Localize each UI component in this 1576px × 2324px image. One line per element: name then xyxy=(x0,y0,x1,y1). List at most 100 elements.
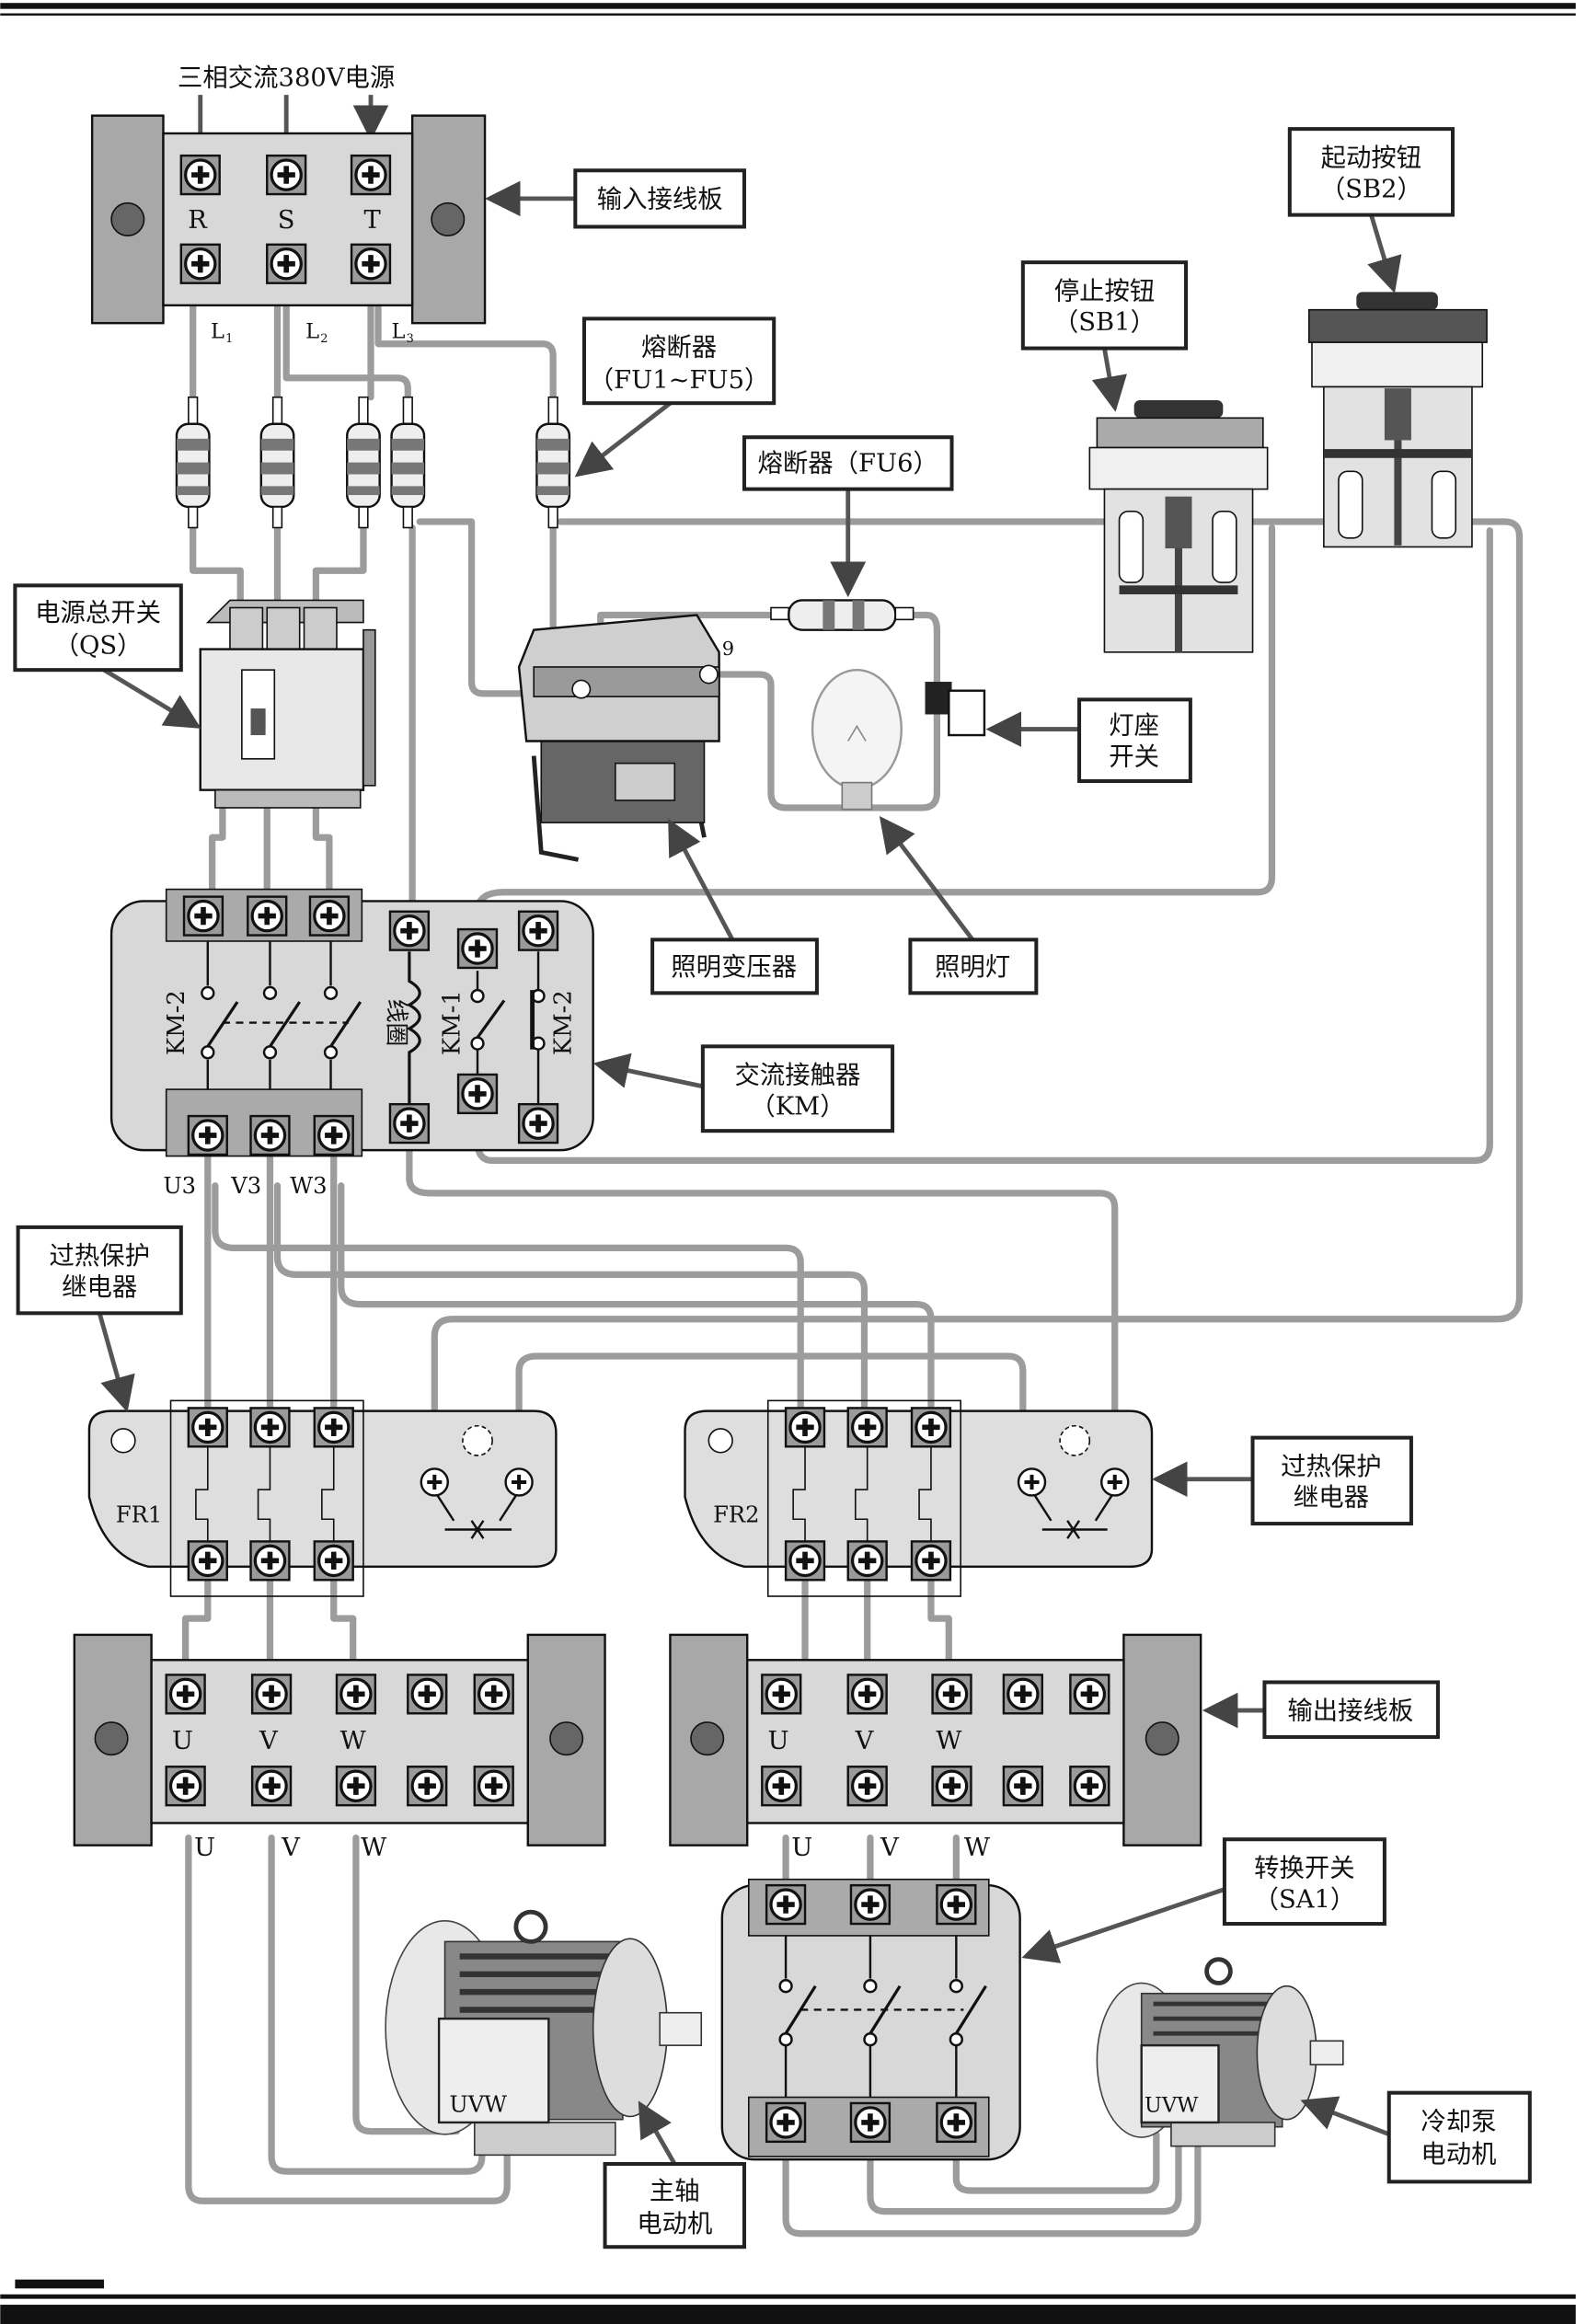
screw-terminal[interactable] xyxy=(786,1408,824,1446)
screw-terminal[interactable] xyxy=(475,1766,513,1805)
screw-terminal[interactable] xyxy=(1070,1766,1109,1805)
screw-terminal[interactable] xyxy=(937,1885,975,1924)
page-border xyxy=(0,3,1576,2324)
screw-terminal[interactable] xyxy=(848,1408,887,1446)
callout-fr-right: 过热保护 继电器 xyxy=(1151,1435,1413,1526)
screw-terminal[interactable] xyxy=(1070,1674,1109,1713)
terminal-v: V xyxy=(855,1727,875,1755)
line-l2: L xyxy=(305,319,319,343)
screw-terminal[interactable] xyxy=(848,1674,887,1713)
screw-terminal[interactable] xyxy=(351,245,390,283)
screw-terminal[interactable] xyxy=(251,1116,290,1155)
screw-terminal[interactable] xyxy=(252,1766,291,1805)
screw-terminal[interactable] xyxy=(762,1766,800,1805)
nc-contact-icon xyxy=(1033,1494,1113,1539)
screw-terminal[interactable] xyxy=(189,1408,227,1446)
main-breaker-qs[interactable] xyxy=(199,599,376,809)
km-main-label: KM-2 xyxy=(163,990,190,1055)
screw-terminal[interactable] xyxy=(408,1674,446,1713)
screw-terminal[interactable] xyxy=(762,1674,800,1713)
lighting-lamp xyxy=(811,668,903,811)
callout-text: 输出接线板 xyxy=(1287,1697,1413,1726)
screw-terminal[interactable] xyxy=(912,1408,950,1446)
fuse-icon xyxy=(175,396,211,529)
callout-text: （SB2） xyxy=(1320,175,1422,203)
screw-terminal[interactable] xyxy=(189,1541,227,1580)
screw-terminal[interactable] xyxy=(267,245,305,283)
screw-terminal[interactable] xyxy=(458,1075,497,1113)
screw-terminal[interactable] xyxy=(181,245,220,283)
screw-terminal[interactable] xyxy=(1004,1674,1042,1713)
screw-terminal[interactable] xyxy=(251,1541,290,1580)
screw-terminal[interactable] xyxy=(252,1674,291,1713)
screw-terminal[interactable] xyxy=(912,1541,950,1580)
screw-terminal[interactable] xyxy=(851,2103,890,2142)
callout-fuses: 熔断器 （FU1~FU5） xyxy=(574,316,776,477)
screw-terminal[interactable] xyxy=(408,1766,446,1805)
screw-terminal[interactable] xyxy=(315,1541,353,1580)
fuse-icon xyxy=(259,396,295,529)
screw-terminal[interactable] xyxy=(351,155,390,194)
screw-terminal[interactable] xyxy=(848,1766,887,1805)
screw-terminal[interactable] xyxy=(458,929,497,968)
stop-button-sb1[interactable] xyxy=(1088,399,1269,653)
toggle-lever-icon[interactable] xyxy=(250,708,266,736)
screw-terminal[interactable] xyxy=(267,155,305,194)
screw-terminal[interactable] xyxy=(390,912,429,950)
screw-terminal[interactable] xyxy=(851,1885,890,1924)
switch-icon[interactable] xyxy=(925,682,952,715)
wire-u-label: U xyxy=(791,1834,812,1862)
screw-terminal[interactable] xyxy=(337,1766,375,1805)
lamp-switch[interactable] xyxy=(925,682,986,737)
screw-terminal[interactable] xyxy=(475,1674,513,1713)
screw-terminal[interactable] xyxy=(315,1408,353,1446)
screw-terminal[interactable] xyxy=(933,1766,972,1805)
screw-terminal[interactable] xyxy=(933,1674,972,1713)
callout-text: 输入接线板 xyxy=(597,186,723,214)
screw-terminal[interactable] xyxy=(167,1766,205,1805)
screw-terminal[interactable] xyxy=(167,1674,205,1713)
ac-contactor-km: KM-2 线圈 KM-1 KM-2 U3 V3 W3 xyxy=(109,888,594,1199)
screw-terminal[interactable] xyxy=(337,1674,375,1713)
callout-text: 继电器 xyxy=(1294,1484,1369,1513)
switch-contacts-icon xyxy=(778,1935,987,2098)
screw-terminal[interactable] xyxy=(786,1541,824,1580)
terminal-w3: W3 xyxy=(290,1173,327,1199)
km-coil-label: 线圈 xyxy=(382,999,409,1047)
screw-terminal[interactable] xyxy=(310,897,349,936)
screw-terminal[interactable] xyxy=(848,1541,887,1580)
wires xyxy=(182,285,1524,2238)
callout-text: 交流接触器 xyxy=(735,1062,861,1090)
power-source-label: 三相交流380V电源 xyxy=(178,63,395,92)
screw-terminal[interactable] xyxy=(390,1104,429,1143)
start-button-sb2[interactable] xyxy=(1307,292,1488,548)
line-l1: L xyxy=(211,319,224,343)
mount-hole-icon xyxy=(110,201,145,236)
fuses-fu1-fu5 xyxy=(175,396,571,529)
screw-terminal[interactable] xyxy=(181,155,220,194)
screw-terminal[interactable] xyxy=(189,1116,227,1155)
line-l1-sub: 1 xyxy=(225,332,233,346)
screw-terminal[interactable] xyxy=(251,1408,290,1446)
changeover-switch-sa1[interactable] xyxy=(720,1878,1021,2161)
callout-text: 主轴 xyxy=(650,2178,700,2206)
screw-terminal[interactable] xyxy=(519,912,558,950)
screw-terminal[interactable] xyxy=(247,897,286,936)
callout-text: （QS） xyxy=(54,631,143,660)
power-source: 三相交流380V电源 xyxy=(178,63,395,136)
screw-terminal[interactable] xyxy=(766,2103,805,2142)
screw-terminal[interactable] xyxy=(766,1885,805,1924)
screw-terminal[interactable] xyxy=(184,897,223,936)
screw-terminal[interactable] xyxy=(937,2103,975,2142)
callout-coolant-motor: 冷却泵 电动机 xyxy=(1300,2090,1532,2184)
terminal-u3: U3 xyxy=(163,1173,196,1199)
callout-text: 起动按钮 xyxy=(1321,144,1422,172)
motor-terminals-label: UVW xyxy=(449,2092,507,2118)
terminal-w: W xyxy=(340,1727,367,1755)
callout-text: （SA1） xyxy=(1254,1885,1356,1914)
screw-terminal[interactable] xyxy=(315,1116,353,1155)
screw-terminal[interactable] xyxy=(519,1104,558,1143)
callout-text: 过热保护 xyxy=(49,1242,149,1271)
screw-terminal[interactable] xyxy=(1004,1766,1042,1805)
